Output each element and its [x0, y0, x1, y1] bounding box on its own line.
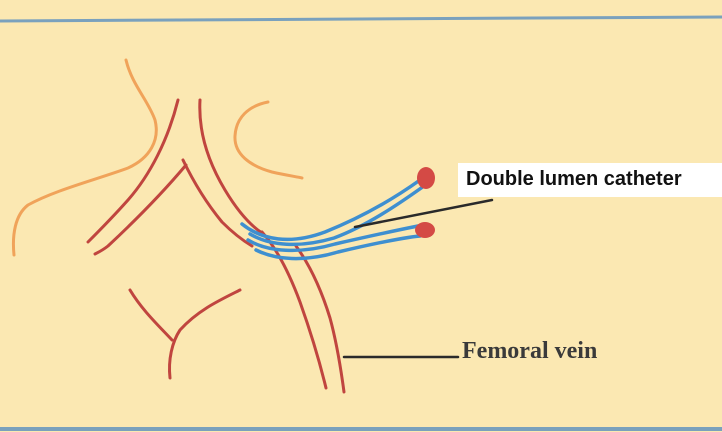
catheter-label: Double lumen catheter: [458, 163, 722, 197]
catheter-lower-tip: [415, 222, 435, 238]
catheter-upper-tip: [417, 167, 435, 189]
femoral-vein-label: Femoral vein: [462, 338, 597, 365]
